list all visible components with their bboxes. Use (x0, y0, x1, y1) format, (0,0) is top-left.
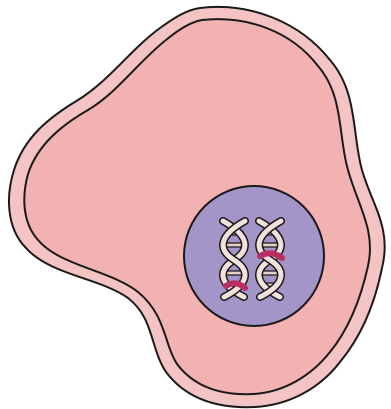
nucleus (184, 186, 324, 326)
dna-helix-icon (259, 221, 282, 297)
cell-cytoplasm (24, 19, 370, 394)
dna-helix-icon (223, 221, 245, 297)
